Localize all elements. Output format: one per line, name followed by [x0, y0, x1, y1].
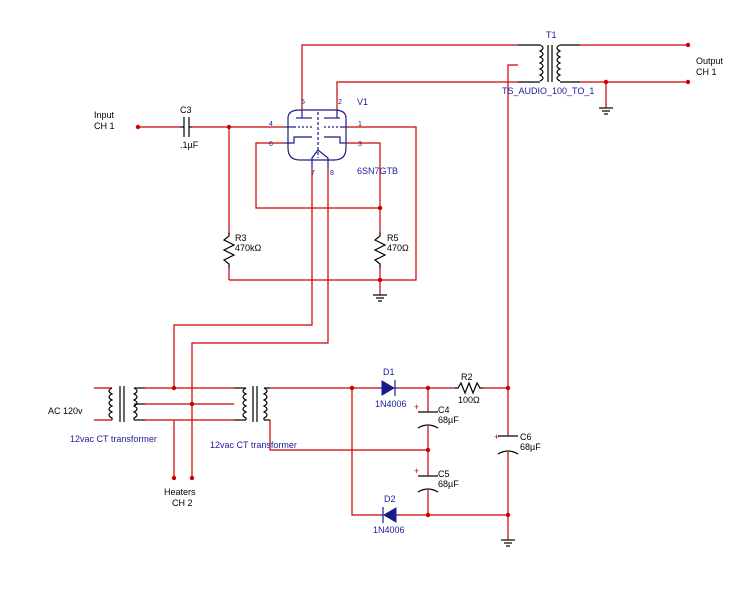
- diode-d1: [380, 380, 398, 396]
- c6-polarity: +: [494, 432, 499, 442]
- output-label: Output: [696, 56, 724, 66]
- ground-icon: [501, 539, 515, 547]
- resistor-r5: [373, 232, 387, 268]
- capacitor-c6: [497, 435, 519, 455]
- r2-ref: R2: [461, 372, 473, 382]
- t1-value: TS_AUDIO_100_TO_1: [502, 86, 594, 96]
- output-channel: CH 1: [696, 67, 717, 77]
- c6-value: 68µF: [520, 442, 541, 452]
- d1-ref: D1: [383, 367, 395, 377]
- transformer-t1: [518, 44, 580, 83]
- r3-value: 470kΩ: [235, 243, 262, 253]
- xfmr1-label: 12vac CT transformer: [70, 434, 157, 444]
- resistor-r2: [455, 381, 483, 395]
- wires: [94, 44, 688, 540]
- pin-8: 8: [330, 170, 334, 177]
- c4-ref: C4: [438, 405, 450, 415]
- c3-ref: C3: [180, 105, 192, 115]
- heaters-channel: CH 2: [172, 498, 193, 508]
- capacitor-c5: [417, 475, 439, 493]
- labels: Input CH 1 C3 .1µF V1 6SN7GTB 5 2 4 1 6 …: [48, 30, 724, 535]
- c5-value: 68µF: [438, 479, 459, 489]
- diode-d2: [380, 507, 398, 523]
- tube-v1: [285, 109, 347, 168]
- c5-ref: C5: [438, 469, 450, 479]
- r3-ref: R3: [235, 233, 247, 243]
- c6-ref: C6: [520, 432, 532, 442]
- transformer-xfmr1: [108, 386, 145, 422]
- d1-value: 1N4006: [375, 399, 407, 409]
- capacitor-c4: [417, 411, 439, 429]
- resistor-r3: [222, 232, 236, 268]
- c5-polarity: +: [414, 466, 419, 476]
- r5-value: 470Ω: [387, 243, 409, 253]
- capacitor-c3: [180, 117, 192, 137]
- ground-icon: [373, 294, 387, 302]
- pin-5: 5: [301, 99, 305, 106]
- xfmr2-label: 12vac CT transformer: [210, 440, 297, 450]
- heaters-label: Heaters: [164, 487, 196, 497]
- d2-value: 1N4006: [373, 525, 405, 535]
- ac-label: AC 120v: [48, 406, 83, 416]
- input-channel: CH 1: [94, 121, 115, 131]
- input-label: Input: [94, 110, 115, 120]
- v1-value: 6SN7GTB: [357, 166, 398, 176]
- d2-ref: D2: [384, 494, 396, 504]
- pin-3: 3: [358, 141, 362, 148]
- c4-value: 68µF: [438, 415, 459, 425]
- r5-ref: R5: [387, 233, 399, 243]
- transformer-xfmr2: [234, 386, 270, 422]
- pin-6: 6: [269, 141, 273, 148]
- junctions: [135, 42, 691, 518]
- v1-ref: V1: [357, 97, 368, 107]
- pin-2: 2: [338, 99, 342, 106]
- ground-icon: [599, 107, 613, 115]
- pin-4: 4: [269, 121, 273, 128]
- r2-value: 100Ω: [458, 395, 480, 405]
- pin-7: 7: [311, 170, 315, 177]
- c3-value: .1µF: [180, 140, 199, 150]
- t1-ref: T1: [546, 30, 557, 40]
- c4-polarity: +: [414, 402, 419, 412]
- pin-1: 1: [358, 121, 362, 128]
